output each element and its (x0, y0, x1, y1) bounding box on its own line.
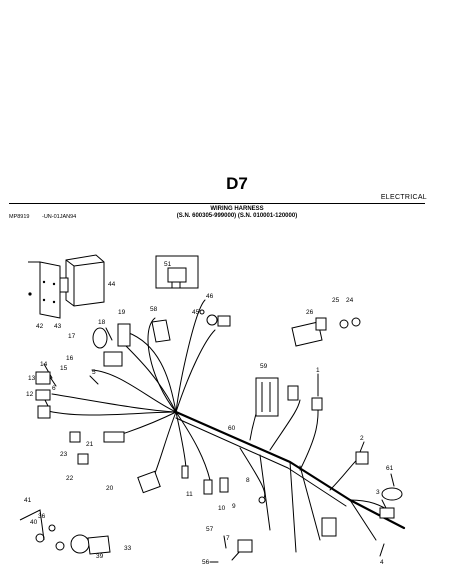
reference-code: MP8919 (9, 214, 30, 220)
callout-59: 59 (260, 363, 268, 370)
callout-24: 24 (346, 297, 354, 304)
leader-line (89, 375, 99, 385)
branch-wire (269, 399, 301, 451)
callout-12: 12 (26, 391, 34, 398)
callout-14: 14 (40, 361, 48, 368)
section-label: ELECTRICAL (380, 194, 427, 201)
callout-10: 10 (218, 505, 226, 512)
callout-5: 5 (92, 369, 96, 376)
leader-line (43, 363, 53, 379)
callout-46: 46 (206, 293, 214, 300)
callout-18: 18 (98, 319, 106, 326)
branch-wire (175, 411, 211, 481)
callout-16: 16 (66, 355, 74, 362)
terminal (181, 465, 229, 495)
callout-45: 45 (192, 309, 200, 316)
leader-line (379, 543, 385, 557)
branch-wire (175, 329, 216, 413)
page-title: D7 (226, 174, 248, 193)
callout-43: 43 (54, 323, 62, 330)
diagram-title: WIRING HARNESS (210, 206, 264, 212)
branch-wire (43, 409, 177, 416)
callout-23: 23 (60, 451, 68, 458)
ignition-switch-assembly (19, 509, 111, 555)
revision-code: -UN-01JAN94 (42, 214, 77, 220)
callout-42: 42 (36, 323, 44, 330)
leader-line (390, 473, 395, 487)
callout-33: 33 (124, 545, 132, 552)
branch-wire (123, 343, 177, 413)
callout-57: 57 (206, 526, 214, 533)
callout-3: 3 (376, 489, 380, 496)
connector (151, 319, 171, 343)
branch-wire (299, 465, 321, 541)
branch-wire (259, 454, 271, 531)
callout-6: 6 (52, 385, 56, 392)
branch-wire (175, 299, 206, 413)
callout-22: 22 (66, 475, 74, 482)
branch-wire (289, 461, 297, 553)
callout-21: 21 (86, 441, 94, 448)
callout-36: 36 (38, 513, 46, 520)
main-harness-trunk (174, 410, 406, 530)
callout-17: 17 (68, 333, 76, 340)
header-divider (9, 203, 425, 204)
callout-41: 41 (24, 497, 32, 504)
callout-9: 9 (232, 503, 236, 510)
callout-44: 44 (108, 281, 116, 288)
branch-wire (147, 317, 177, 413)
connector (199, 309, 231, 327)
callout-39: 39 (96, 553, 104, 560)
callout-7: 7 (226, 535, 230, 542)
callout-labels: 1 2 3 4 5 6 7 8 9 10 11 12 13 14 15 16 1… (24, 261, 394, 566)
callout-19: 19 (118, 309, 126, 316)
harness-sheath (175, 417, 347, 507)
branch-wire (349, 499, 377, 541)
connector (35, 371, 51, 419)
callout-8: 8 (246, 477, 250, 484)
connector (92, 323, 131, 367)
branch-wire (119, 329, 177, 413)
leader-line (223, 535, 227, 549)
callout-40: 40 (30, 519, 38, 526)
connector (255, 377, 299, 417)
leader-line (381, 499, 387, 509)
callout-13: 13 (28, 375, 36, 382)
leader-line (359, 441, 365, 453)
key-switch (291, 317, 361, 347)
callout-58: 58 (150, 306, 158, 313)
callout-26: 26 (306, 309, 314, 316)
callout-2: 2 (360, 435, 364, 442)
callout-56: 56 (202, 559, 210, 566)
callout-51: 51 (164, 261, 172, 268)
callout-20: 20 (106, 485, 114, 492)
connector (69, 431, 161, 494)
callout-25: 25 (332, 297, 340, 304)
branch-wire (51, 393, 177, 413)
callout-15: 15 (60, 365, 68, 372)
callout-1: 1 (316, 367, 320, 374)
controller-module (28, 254, 105, 319)
callout-4: 4 (380, 559, 384, 566)
serial-range: (S.N. 600305-999000) (S.N. 010001-120000… (176, 213, 298, 219)
callout-11: 11 (186, 491, 193, 498)
branch-wire (91, 369, 177, 413)
leader-line (105, 327, 113, 341)
callout-61: 61 (386, 465, 394, 472)
relay-inset (155, 255, 199, 289)
callout-60: 60 (228, 425, 236, 432)
connector (237, 397, 403, 553)
